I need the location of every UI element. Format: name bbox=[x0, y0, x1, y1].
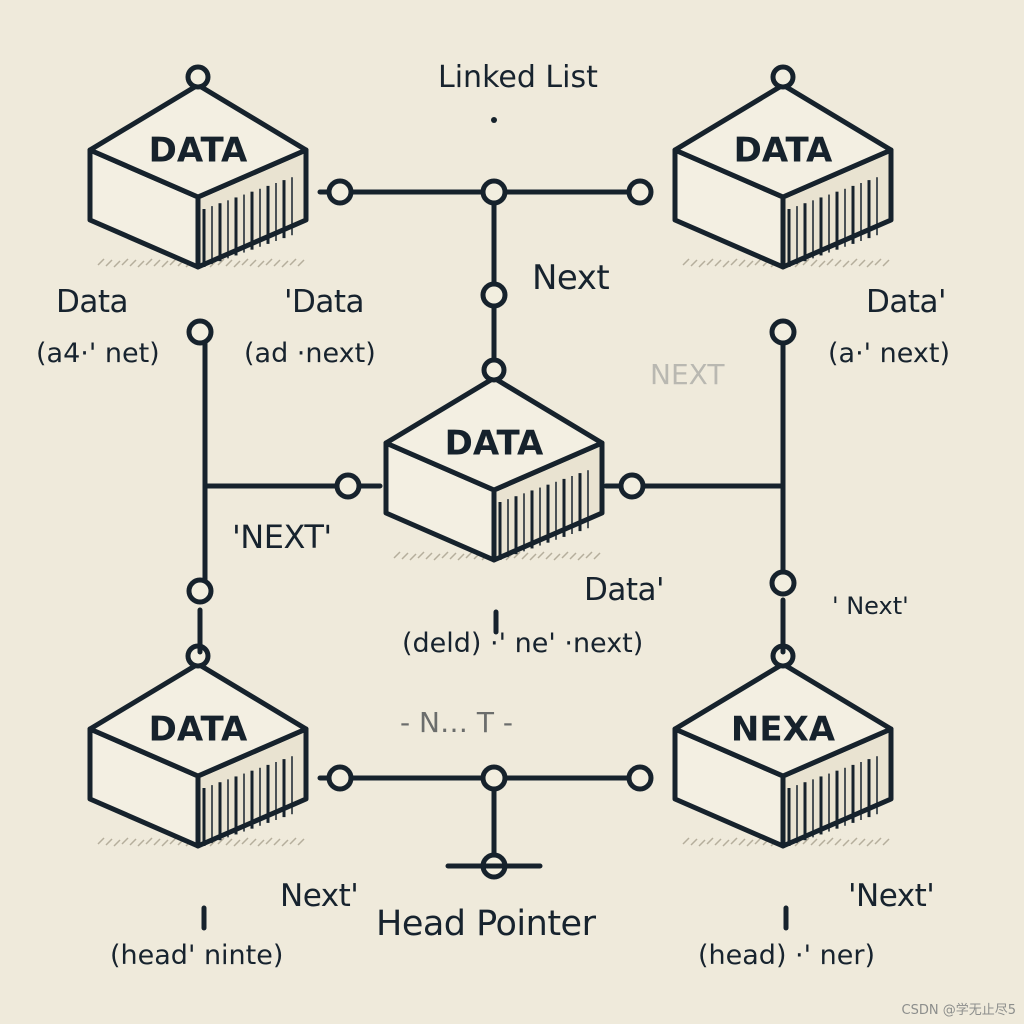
data-label-right: Data' bbox=[866, 284, 947, 320]
node-label: DATA bbox=[149, 131, 248, 171]
connector-dot-12 bbox=[480, 764, 508, 792]
title-dot bbox=[491, 117, 497, 123]
data-label-mid: 'Data bbox=[284, 284, 365, 320]
node-label: DATA bbox=[734, 131, 833, 171]
connector-dot-13 bbox=[626, 764, 654, 792]
data-sublabel-center: (deld) ·' ne' ·next) bbox=[402, 628, 644, 659]
data-sublabel-left: (a4·' net) bbox=[36, 338, 160, 369]
node-box-2: DATA bbox=[672, 64, 894, 270]
connector-dot-7 bbox=[334, 472, 362, 500]
node-box-4: DATA bbox=[87, 643, 309, 849]
node-box-5: NEXA bbox=[672, 643, 894, 849]
node-box-3: DATA bbox=[383, 357, 605, 563]
connector-dot-6 bbox=[769, 318, 797, 346]
node-box-1: DATA bbox=[87, 64, 309, 270]
data-sublabel-right: (a·' next) bbox=[828, 338, 951, 369]
head-pointer-label: Head Pointer bbox=[376, 904, 596, 944]
data-sublabel-mid: (ad ·next) bbox=[244, 338, 376, 369]
connector-dot-3 bbox=[626, 178, 654, 206]
connector-dot-9 bbox=[186, 577, 214, 605]
watermark: CSDN @学无止尽5 bbox=[901, 1003, 1016, 1018]
node-top-dot bbox=[770, 64, 796, 90]
connector-dot-4 bbox=[480, 281, 508, 309]
node-label: DATA bbox=[445, 424, 544, 464]
node-top-dot bbox=[481, 357, 507, 383]
next-label-bottom-right: 'Next' bbox=[848, 878, 935, 914]
faint-mid-label: - N… T - bbox=[400, 706, 513, 739]
data-label-left: Data bbox=[56, 284, 129, 320]
next-label-top: Next bbox=[532, 258, 610, 298]
connector-dot-11 bbox=[326, 764, 354, 792]
next-label-faint: NEXT bbox=[650, 358, 725, 391]
connector-dot-1 bbox=[326, 178, 354, 206]
connector-dot-10 bbox=[769, 569, 797, 597]
connector-dot-8 bbox=[618, 472, 646, 500]
next-label-right: ' Next' bbox=[832, 592, 909, 620]
head-sublabel-bottom-right: (head) ·' ner) bbox=[698, 940, 876, 971]
node-label: DATA bbox=[149, 710, 248, 750]
data-label-center: Data' bbox=[584, 572, 665, 608]
head-sublabel-bottom-left: (head' ninte) bbox=[110, 940, 284, 971]
connector-dot-5 bbox=[186, 318, 214, 346]
next-label-bottom-left: Next' bbox=[280, 878, 359, 914]
node-top-dot bbox=[185, 64, 211, 90]
connector-dot-2 bbox=[480, 178, 508, 206]
node-label: NEXA bbox=[731, 710, 836, 750]
diagram-title: Linked List bbox=[438, 60, 598, 95]
next-label-left: 'NEXT' bbox=[232, 518, 332, 556]
